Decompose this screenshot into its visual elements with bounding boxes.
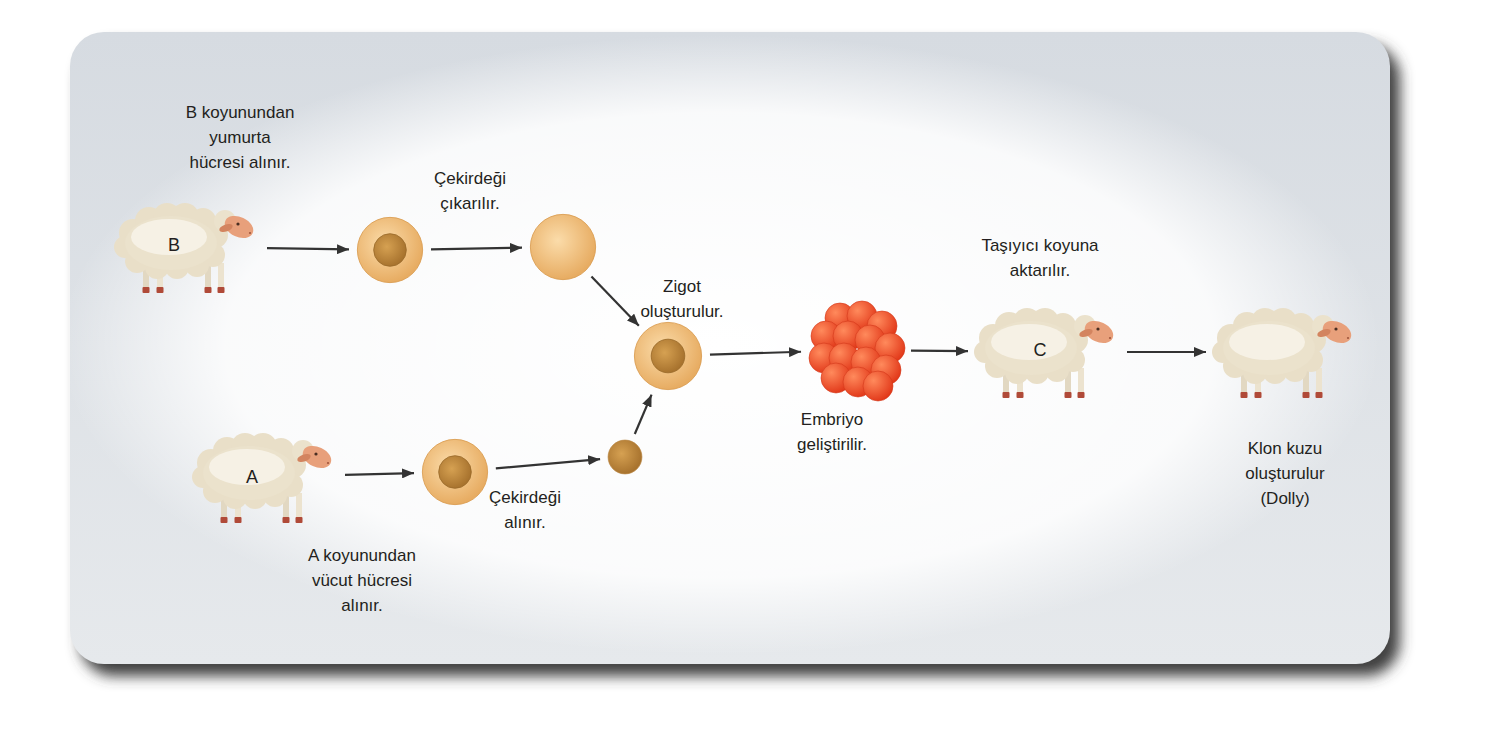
step-caption: Taşıyıcı koyuna aktarılır.	[965, 233, 1115, 283]
arrow-connector	[1127, 351, 1206, 353]
empty-drawing	[529, 213, 597, 281]
sheep-letter: A	[237, 466, 267, 488]
cell-node	[356, 216, 424, 284]
sheep-hoof	[283, 517, 290, 523]
sheep-hoof	[1255, 392, 1262, 398]
sheep-letter: B	[159, 234, 189, 256]
sheep-figure	[1212, 308, 1355, 398]
sheep-body	[203, 446, 295, 500]
sheep-nose	[327, 462, 329, 464]
egg-cell	[422, 439, 487, 504]
sheep-leg	[1078, 368, 1084, 394]
sheep-hoof	[1003, 392, 1010, 398]
sheep-hoof	[1316, 392, 1323, 398]
sheep-node: B koyunundan yumurta hücresi alınır.B	[115, 195, 260, 299]
sheep-hoof	[235, 517, 242, 523]
arrow-connector	[710, 352, 801, 355]
sheep-hoof	[221, 517, 228, 523]
sheep-drawing	[1213, 300, 1358, 404]
sheep-eye	[1096, 327, 1099, 330]
sheep-body	[1223, 321, 1315, 375]
sheep-body-highlight	[1229, 324, 1305, 360]
cell-node: Zigot oluşturulur.	[633, 321, 703, 391]
sheep-figure	[974, 308, 1117, 398]
egg-drawing	[421, 438, 489, 506]
sheep-drawing	[115, 195, 260, 299]
cell-node: Embriyo geliştirilir.	[808, 300, 904, 400]
cell-nucleus	[651, 339, 685, 373]
cell-node	[529, 213, 597, 281]
sheep-nose	[1109, 337, 1111, 339]
panel-glow	[70, 35, 1380, 655]
sheep-leg	[1316, 368, 1322, 394]
step-caption: Embriyo geliştirilir.	[777, 407, 887, 457]
sheep-ear	[296, 452, 312, 463]
cell-nucleus	[374, 234, 407, 267]
step-caption: B koyunundan yumurta hücresi alınır.	[183, 100, 297, 175]
sheep-hoof	[218, 287, 225, 293]
sheep-hoof	[1303, 392, 1310, 398]
embryo-cell	[863, 371, 893, 401]
arrow-connector	[911, 349, 968, 352]
step-label: Çekirdeği çıkarılır.	[410, 166, 530, 216]
sheep-body	[985, 321, 1077, 375]
sheep-ear	[218, 222, 234, 233]
sheep-nose	[1347, 337, 1349, 339]
egg-cell	[357, 217, 422, 282]
cell-nucleus	[608, 440, 642, 474]
egg-cell	[634, 322, 701, 389]
step-label: Çekirdeği alınır.	[470, 485, 580, 535]
sheep-eye	[236, 222, 239, 225]
sheep-drawing	[975, 300, 1120, 404]
sheep-hoof	[205, 287, 212, 293]
arrow-connector	[496, 459, 600, 468]
cell-nucleus	[439, 456, 472, 489]
sheep-leg	[296, 493, 302, 519]
sheep-ear	[1316, 327, 1332, 338]
sheep-hoof	[143, 287, 150, 293]
sheep-node: Klon kuzu oluşturulur (Dolly)	[1213, 300, 1358, 404]
sheep-node: AA koyunundan vücut hücresi alınır.	[193, 425, 338, 529]
sheep-body-highlight	[991, 324, 1067, 360]
sheep-eye	[314, 452, 317, 455]
sheep-leg	[218, 263, 224, 289]
step-caption: Zigot oluşturulur.	[627, 274, 737, 324]
nucleus-drawing	[607, 439, 643, 475]
cell-node	[607, 439, 643, 475]
sheep-hoof	[1241, 392, 1248, 398]
cell-node	[421, 438, 489, 506]
sheep-hoof	[1017, 392, 1024, 398]
sheep-figure	[192, 433, 335, 523]
sheep-figure	[114, 203, 257, 293]
sheep-letter: C	[1025, 339, 1055, 361]
sheep-drawing	[193, 425, 338, 529]
egg-drawing	[633, 321, 703, 391]
sheep-hoof	[1078, 392, 1085, 398]
arrow-connector	[345, 473, 414, 475]
sheep-nose	[249, 232, 251, 234]
arrow-connector	[635, 395, 652, 434]
sheep-ear	[1078, 327, 1094, 338]
sheep-node: Taşıyıcı koyuna aktarılır.C	[975, 300, 1120, 404]
egg-drawing	[356, 216, 424, 284]
arrow-connector	[267, 248, 349, 249]
sheep-hoof	[1065, 392, 1072, 398]
sheep-hoof	[296, 517, 303, 523]
step-caption: A koyunundan vücut hücresi alınır.	[297, 543, 427, 618]
sheep-eye	[1334, 327, 1337, 330]
sheep-body	[125, 216, 217, 270]
arrow-connector	[591, 277, 638, 326]
arrow-connector	[431, 248, 522, 250]
sheep-body-highlight	[131, 219, 207, 255]
embryo-drawing	[808, 300, 904, 400]
sheep-hoof	[157, 287, 164, 293]
step-caption: Klon kuzu oluşturulur (Dolly)	[1230, 436, 1340, 511]
enucleated-egg-cell	[530, 214, 595, 279]
